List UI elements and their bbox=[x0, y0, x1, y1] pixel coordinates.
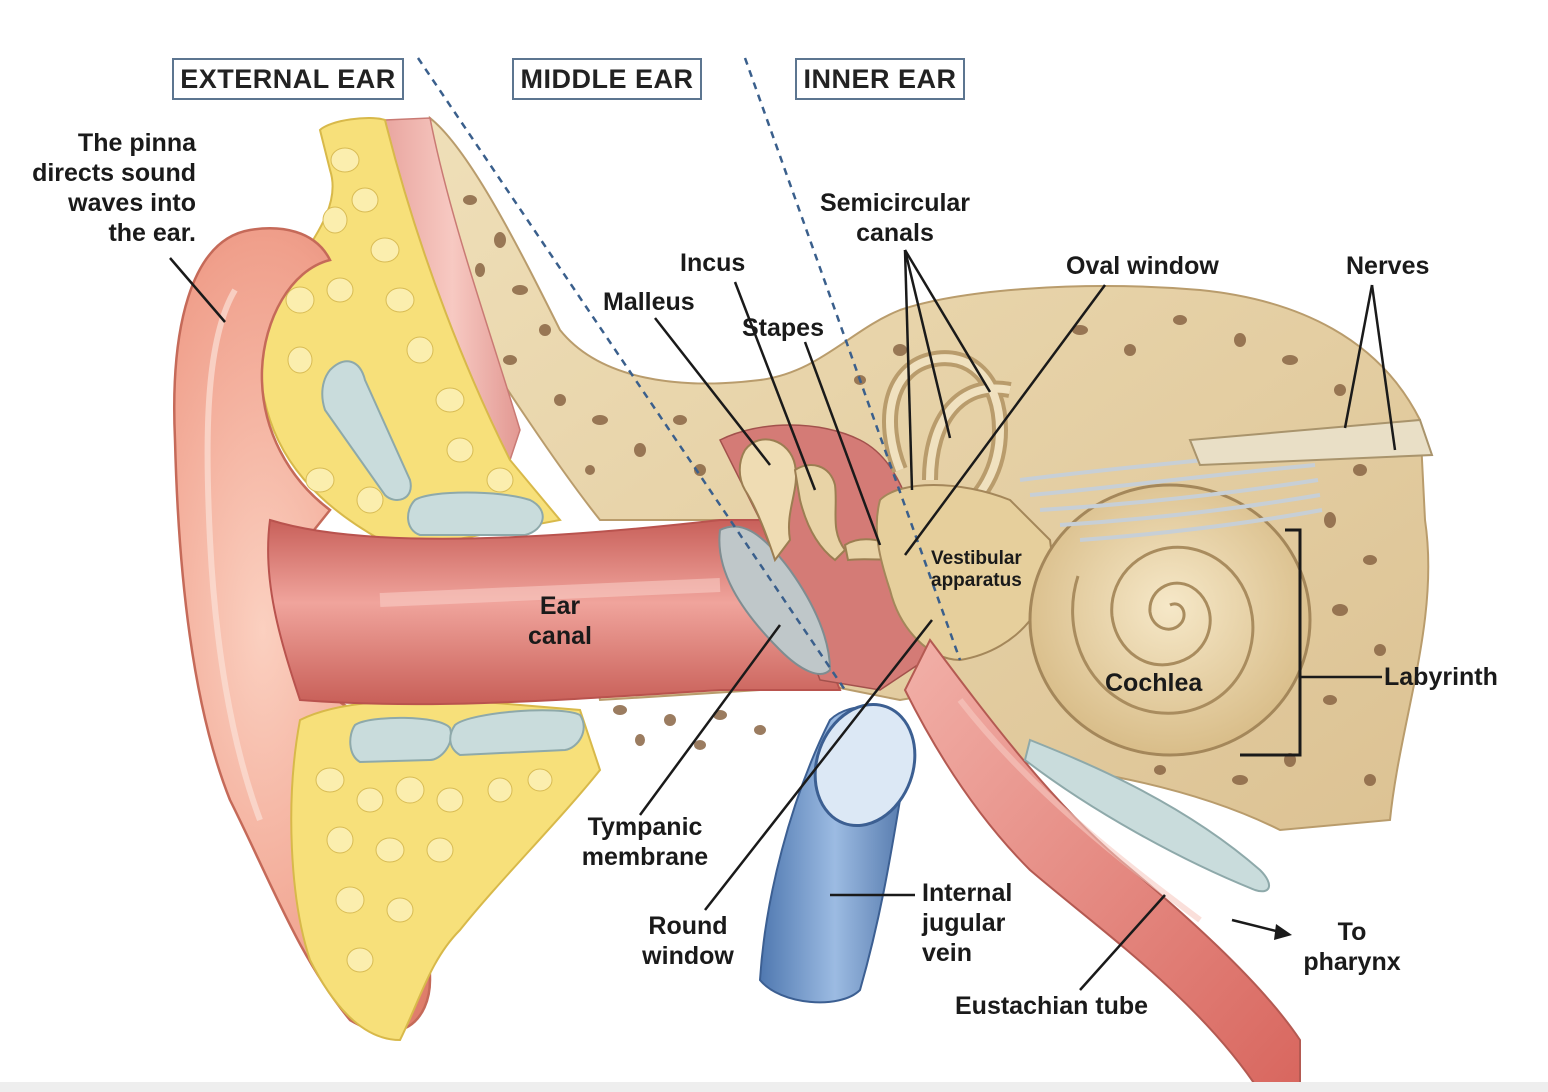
label-eustachian-tube: Eustachian tube bbox=[955, 992, 1149, 1020]
upper-cartilage-1 bbox=[321, 360, 412, 501]
label-nerves: Nerves bbox=[1346, 252, 1430, 280]
fat-cells bbox=[285, 147, 514, 514]
label-semicircular-canals: Semicircular canals bbox=[819, 189, 971, 247]
lower-cartilage-1 bbox=[349, 716, 452, 764]
leader-lines bbox=[169, 249, 1397, 991]
divider-middle-inner bbox=[743, 57, 962, 661]
semicircular-canals-inner bbox=[886, 354, 1011, 514]
cochlea-shape bbox=[1028, 483, 1312, 757]
label-to-pharynx: To pharynx bbox=[1303, 918, 1401, 976]
pharynx-arrow bbox=[1231, 918, 1292, 940]
label-tympanic-membrane: Tympanic membrane bbox=[581, 813, 709, 871]
incus-shape bbox=[793, 464, 847, 562]
region-middle-ear: MIDDLE EAR bbox=[512, 58, 702, 100]
region-inner-ear: INNER EAR bbox=[795, 58, 965, 100]
malleus-shape bbox=[738, 438, 797, 563]
label-labyrinth: Labyrinth bbox=[1384, 663, 1498, 691]
label-ear-canal: Ear canal bbox=[528, 592, 592, 650]
upper-cartilage-2 bbox=[407, 491, 544, 536]
ear-canal bbox=[267, 518, 842, 706]
lower-fat-cells bbox=[315, 767, 553, 973]
label-malleus: Malleus bbox=[603, 288, 695, 316]
label-pinna: The pinna directs sound waves into the e… bbox=[32, 129, 196, 247]
bone-pores bbox=[463, 195, 1386, 786]
label-round-window: Round window bbox=[642, 912, 734, 970]
labyrinth-bracket bbox=[1240, 528, 1302, 757]
vestibule-shape bbox=[875, 484, 1053, 662]
label-oval-window: Oval window bbox=[1066, 252, 1219, 280]
cochlea-spiral bbox=[1071, 545, 1255, 715]
label-cochlea: Cochlea bbox=[1105, 669, 1203, 697]
tube-cartilage bbox=[1023, 738, 1270, 893]
label-stapes: Stapes bbox=[742, 314, 824, 342]
label-vestibular-apparatus: Vestibular apparatus bbox=[931, 548, 1022, 591]
jugular-vein-opening bbox=[813, 702, 917, 828]
label-incus: Incus bbox=[680, 249, 746, 277]
nerve-bundle bbox=[1019, 448, 1323, 542]
lower-cartilage-2 bbox=[449, 709, 585, 757]
bottom-bar bbox=[0, 1082, 1548, 1092]
nerve-trunk bbox=[1188, 418, 1434, 467]
tube-stripe bbox=[957, 698, 1202, 923]
pinna-helix-rim bbox=[204, 288, 263, 822]
canal-highlight bbox=[379, 578, 721, 607]
label-internal-jugular-vein: Internal jugular vein bbox=[922, 879, 1013, 967]
divider-external-middle bbox=[416, 57, 847, 691]
region-external-ear: EXTERNAL EAR bbox=[172, 58, 404, 100]
